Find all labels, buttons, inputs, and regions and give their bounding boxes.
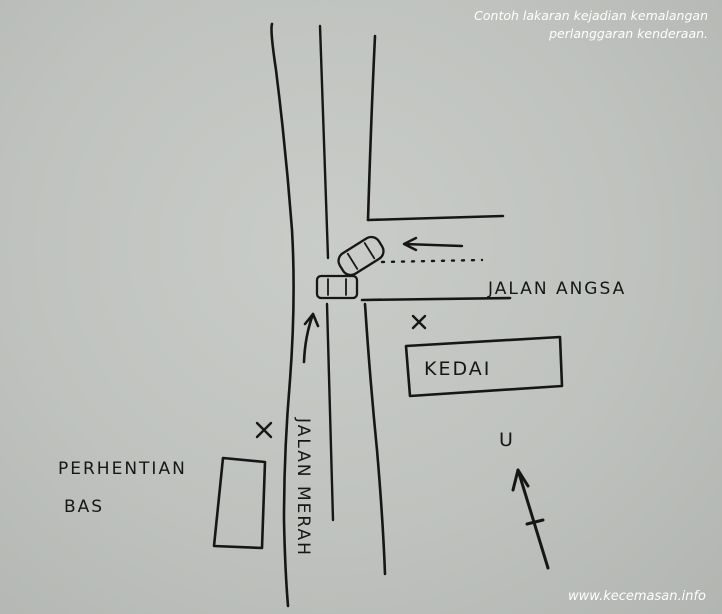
caption-line-2: perlanggaran kenderaan. [378, 25, 708, 43]
jalan-merah-right-edge-upper [368, 36, 375, 220]
label-kedai: KEDAI [424, 358, 491, 380]
jalan-merah-center-line-lower [327, 304, 333, 520]
watermark-url: www.kecemasan.info [568, 589, 706, 604]
north-arrow [513, 470, 548, 568]
dotted-travel-path [382, 260, 482, 262]
bus-stop-shelter [214, 458, 265, 548]
car-turning [335, 234, 387, 279]
caption: Contoh lakaran kejadian kemalangan perla… [378, 7, 708, 43]
jalan-angsa-top-edge [368, 216, 503, 220]
jalan-merah-center-line [320, 26, 328, 258]
x-marker-bus-stop [257, 423, 271, 437]
jalan-merah-right-edge-lower [365, 304, 385, 574]
caption-line-1: Contoh lakaran kejadian kemalangan [378, 7, 708, 25]
jalan-merah-left-edge [272, 24, 294, 606]
northbound-arrow [304, 314, 318, 362]
label-bas: BAS [64, 497, 104, 517]
label-north-u: U [499, 429, 515, 451]
car-northbound [317, 276, 357, 298]
x-marker-kedai [413, 316, 425, 328]
label-jalan-angsa: JALAN ANGSA [487, 279, 626, 299]
label-perhentian: PERHENTIAN [58, 459, 187, 479]
label-jalan-merah: JALAN MERAH [293, 417, 313, 557]
westbound-arrow [404, 238, 462, 250]
